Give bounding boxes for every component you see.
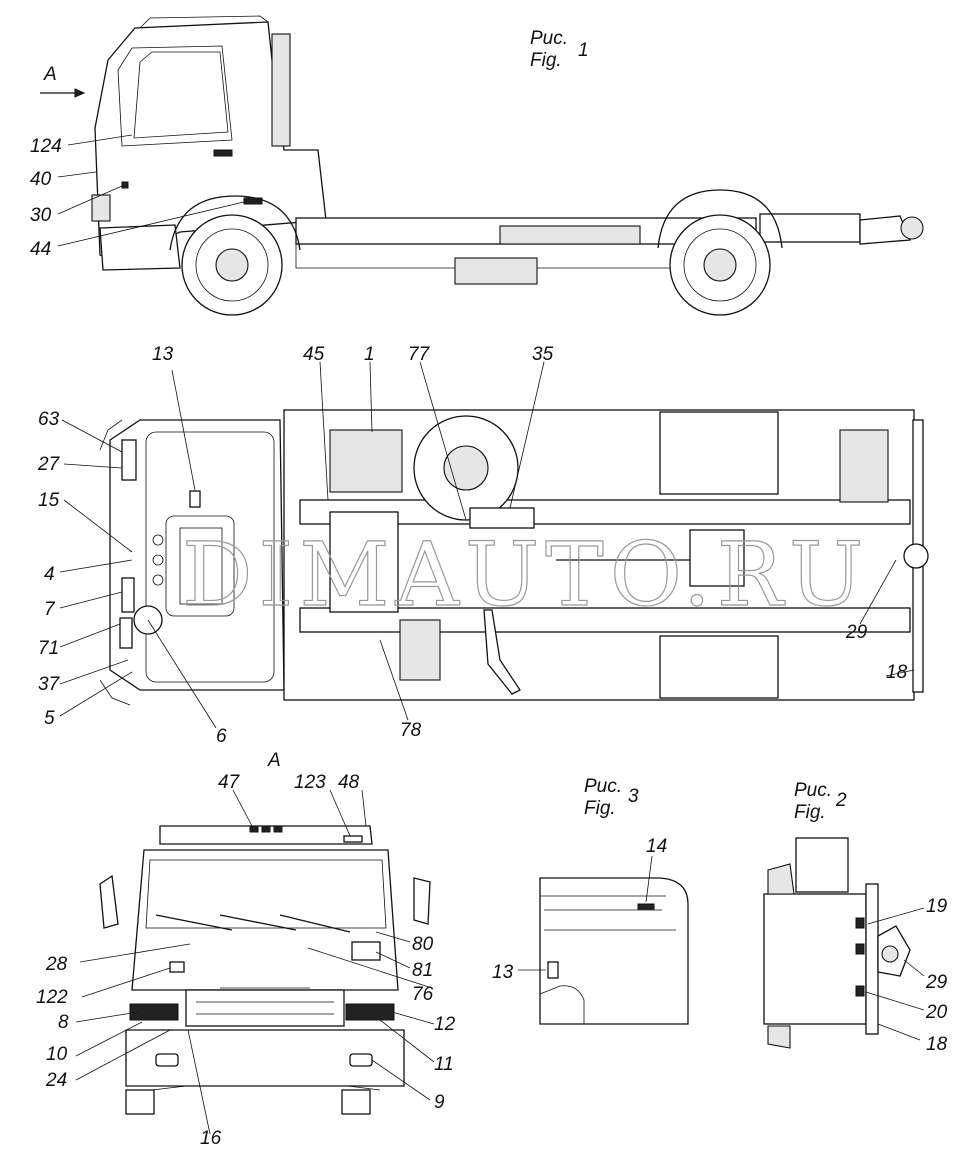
callout-77: 77 bbox=[408, 344, 431, 365]
fig3-cab-detail bbox=[518, 855, 689, 1025]
callout-124: 124 bbox=[30, 136, 62, 157]
callout-35: 35 bbox=[532, 344, 554, 365]
callout-29-fig2: 29 bbox=[925, 972, 948, 993]
callout-9: 9 bbox=[434, 1092, 445, 1113]
fig2-caption-ru: Рис. bbox=[794, 780, 832, 801]
callout-29-top: 29 bbox=[845, 622, 868, 643]
callout-13-top: 13 bbox=[152, 344, 174, 365]
callout-15: 15 bbox=[38, 490, 60, 511]
truck-front-view bbox=[75, 789, 435, 1135]
fig2-rear-detail bbox=[763, 837, 925, 1049]
callout-76: 76 bbox=[412, 984, 434, 1005]
front-view-label: A bbox=[267, 750, 281, 771]
callout-5: 5 bbox=[44, 708, 55, 729]
callout-11: 11 bbox=[434, 1054, 454, 1075]
callout-20: 20 bbox=[925, 1002, 948, 1023]
view-arrow-label: A bbox=[43, 64, 57, 85]
truck-top-view bbox=[59, 361, 929, 729]
fig1-number: 1 bbox=[578, 40, 589, 61]
callout-10: 10 bbox=[46, 1044, 68, 1065]
fig3-number: 3 bbox=[628, 786, 639, 807]
callout-18-fig2: 18 bbox=[926, 1034, 948, 1055]
callout-13-fig3: 13 bbox=[492, 962, 514, 983]
callout-47: 47 bbox=[218, 772, 241, 793]
truck-side-view bbox=[40, 15, 924, 316]
callout-44: 44 bbox=[30, 239, 51, 260]
fig2-number: 2 bbox=[835, 790, 847, 811]
callout-80: 80 bbox=[412, 934, 434, 955]
callout-7: 7 bbox=[44, 599, 56, 620]
callout-16: 16 bbox=[200, 1128, 222, 1149]
callout-123: 123 bbox=[294, 772, 326, 793]
callout-63: 63 bbox=[38, 409, 60, 430]
callout-27: 27 bbox=[37, 454, 61, 475]
fig3-caption-en: Fig. bbox=[584, 798, 616, 819]
callout-81: 81 bbox=[412, 960, 433, 981]
callout-71: 71 bbox=[38, 638, 59, 659]
callout-122: 122 bbox=[36, 987, 68, 1008]
fig3-caption-ru: Рис. bbox=[584, 776, 622, 797]
callout-19: 19 bbox=[926, 896, 948, 917]
callout-1: 1 bbox=[364, 344, 375, 365]
callout-48: 48 bbox=[338, 772, 360, 793]
callout-8: 8 bbox=[58, 1012, 69, 1033]
callout-40: 40 bbox=[30, 169, 52, 190]
watermark: DIMAUTO.RU bbox=[182, 523, 869, 626]
fig2-caption-en: Fig. bbox=[794, 802, 826, 823]
callout-30: 30 bbox=[30, 205, 52, 226]
callout-24: 24 bbox=[45, 1070, 67, 1091]
callout-4: 4 bbox=[44, 564, 55, 585]
callout-78: 78 bbox=[400, 720, 422, 741]
callout-12: 12 bbox=[434, 1014, 456, 1035]
callout-18-top: 18 bbox=[886, 662, 908, 683]
callout-37: 37 bbox=[38, 674, 61, 695]
callout-28: 28 bbox=[45, 954, 68, 975]
callout-6: 6 bbox=[216, 726, 227, 747]
fig1-caption-en: Fig. bbox=[530, 50, 562, 71]
fig1-caption-ru: Рис. bbox=[530, 28, 568, 49]
callout-45: 45 bbox=[303, 344, 325, 365]
callout-14: 14 bbox=[646, 836, 667, 857]
